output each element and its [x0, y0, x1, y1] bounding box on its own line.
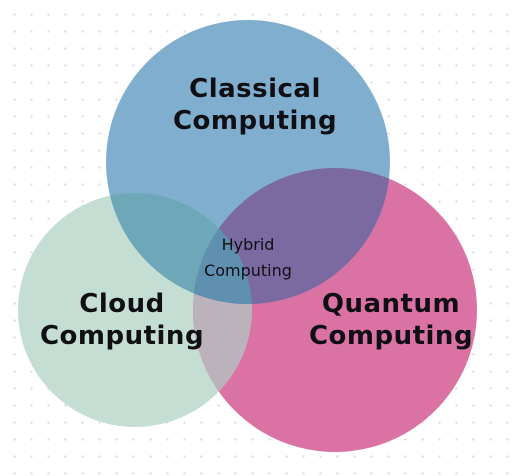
- quantum-computing-label: Quantum Computing: [293, 289, 489, 352]
- cloud-line2: Computing: [39, 320, 205, 351]
- hybrid-computing-label: Hybrid Computing: [185, 232, 311, 283]
- classical-quantum-overlap: [193, 168, 390, 304]
- quantum-line1: Quantum: [321, 289, 461, 319]
- classical-line1: Classical: [189, 74, 321, 104]
- cloud-line1: Cloud: [79, 289, 165, 319]
- quantum-line2: Computing: [308, 320, 474, 351]
- classical-computing-label: Classical Computing: [150, 74, 360, 137]
- hybrid-line2: Computing: [204, 260, 292, 280]
- cloud-computing-label: Cloud Computing: [26, 289, 218, 352]
- hybrid-line1: Hybrid: [221, 235, 275, 254]
- classical-line2: Computing: [172, 105, 338, 136]
- classical-cloud-overlap: [106, 193, 252, 304]
